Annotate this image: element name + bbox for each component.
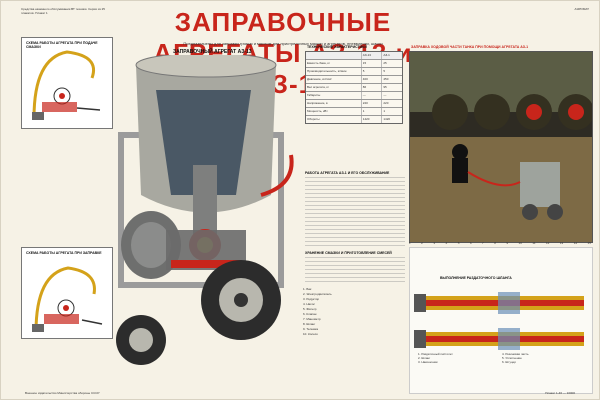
tank-photo — [409, 51, 593, 243]
table-cell: 15 — [360, 60, 382, 67]
hose-diagram — [414, 292, 584, 350]
table-cell: — — [360, 92, 382, 99]
footer-left: Военное издательство Министерства оборон… — [25, 391, 100, 395]
legend-item: 2. Электродвигатель — [303, 292, 332, 296]
hose-legend-item: 4. Резиновая часть — [502, 352, 529, 356]
table-cell: Напряжение, в — [307, 101, 328, 105]
table-row: Напряжение, в 220 220 — [306, 99, 402, 107]
scale-mark: 4 — [445, 241, 448, 245]
legend-item: 10. Колесо — [303, 332, 318, 336]
table-cell: 5 — [360, 68, 382, 75]
hose-legend-item: 6. Штуцер — [502, 360, 517, 364]
table-header-row: АЗ-13 АЗ-1 — [306, 52, 402, 59]
scale-mark: 5 — [457, 241, 460, 245]
legend-item: 8. Шланг — [303, 322, 316, 326]
table-cell: Вес агрегата, кг — [307, 85, 329, 89]
schema-top: Схема работы агрегата при подаче смазки — [21, 37, 113, 129]
legend-item: 9. Тележка — [303, 327, 319, 331]
table-cell: 1 — [381, 108, 402, 115]
scale-mark: 13 — [559, 241, 564, 245]
table-cell: 25 — [381, 60, 402, 67]
tech-table: АЗ-13 АЗ-1 Емкость бака, кг 15 25 Произв… — [305, 51, 403, 124]
table-cell: 1 — [360, 108, 382, 115]
scale-mark: 1 — [409, 241, 411, 245]
header-note: Средства наземного обслуживания ВТ техни… — [21, 7, 105, 15]
table-cell: — — [381, 92, 402, 99]
table-cell: Габариты — [307, 93, 321, 97]
scale-marks: 1 2 3 4 5 6 7 8 9 10 11 12 13 14 15 — [409, 241, 591, 247]
table-cell: Производительность, кг/мин — [307, 69, 347, 73]
table-header: АЗ-1 — [381, 52, 402, 59]
footer-right: Плакат 1-46 — 10000 — [545, 391, 575, 395]
table-cell: Мощность, кВт — [307, 109, 328, 113]
hose-legend-item: 2. Шланг — [418, 356, 431, 360]
tank-photo-illustration — [410, 52, 592, 242]
hose-legend-item: 5. Уплотнение — [502, 356, 522, 360]
tech-table-title: ТЕХНИЧЕСКИЕ ХАРАКТЕРИСТИКИ — [307, 45, 367, 49]
scale-mark: 6 — [469, 241, 472, 245]
corner-tag: АЭРОМАТ — [574, 7, 589, 11]
scale-mark: 11 — [532, 241, 536, 245]
scale-mark: 10 — [518, 241, 522, 245]
page-subtitle: Предназначены для заправки грязью и масл… — [183, 41, 383, 46]
schema-bottom: Схема работы агрегата при заправке — [21, 247, 113, 339]
table-row: Вес агрегата, кг 86 95 — [306, 83, 402, 91]
table-cell: 86 — [360, 84, 382, 91]
table-row: Давление, кгс/см² 400 450 — [306, 75, 402, 83]
hose-legend-item: 3. Наконечник — [418, 360, 438, 364]
scale-mark: 14 — [573, 241, 578, 245]
table-cell: 400 — [360, 76, 382, 83]
schema-top-diagram — [32, 50, 101, 120]
schema-bottom-diagram — [32, 266, 103, 333]
parts-legend: 1. Бак 2. Электродвигатель 3. Редуктор 4… — [303, 287, 403, 337]
table-row: Мощность, кВт 1 1 — [306, 107, 402, 115]
scale-mark: 7 — [482, 241, 484, 245]
legend-item: 6. Клапан — [303, 312, 317, 316]
table-row: Габариты — — — [306, 91, 402, 99]
table-cell: 1420 — [381, 116, 402, 123]
table-cell: Обороты — [307, 117, 320, 121]
section-storage-text — [305, 257, 405, 283]
scale-mark: 3 — [433, 241, 436, 245]
hose-section: ВЫПОЛНЕНИЕ РАЗДАТОЧНОГО ШЛАНГА 1. Раздат… — [409, 247, 593, 394]
table-cell: Давление, кгс/см² — [307, 77, 332, 81]
table-header: АЗ-13 — [360, 52, 382, 59]
table-row: Емкость бака, кг 15 25 — [306, 59, 402, 67]
table-row: Производительность, кг/мин 5 5 — [306, 67, 402, 75]
scale-mark: 2 — [421, 241, 423, 245]
legend-item: 7. Манометр — [303, 317, 321, 321]
table-row: Обороты 1420 1420 — [306, 115, 402, 123]
table-cell: 5 — [381, 68, 402, 75]
scale-mark: 12 — [546, 241, 550, 245]
legend-item: 3. Редуктор — [303, 297, 320, 301]
hose-legend-item: 1. Раздаточный пистолет — [418, 352, 453, 356]
section-work-title: Работа агрегата АЗ-1 и его обслуживание — [305, 171, 390, 175]
section-work-text — [305, 177, 405, 247]
table-header — [306, 52, 361, 59]
legend-item: 5. Фильтр — [303, 307, 317, 311]
machine-illustration — [116, 55, 294, 365]
legend-item: 4. Насос — [303, 302, 315, 306]
section-storage-title: Хранение смазки и приготовление смесей — [305, 251, 392, 255]
photo-label: ЗАПРАВКА ХОДОВОЙ ЧАСТИ ТАНКА ПРИ ПОМОЩИ … — [411, 45, 529, 49]
table-cell: 220 — [360, 100, 382, 107]
table-cell: 450 — [381, 76, 402, 83]
schema-bottom-label: Схема работы агрегата при заправке — [26, 251, 102, 255]
table-cell: 220 — [381, 100, 402, 107]
hose-label: ВЫПОЛНЕНИЕ РАЗДАТОЧНОГО ШЛАНГА — [440, 276, 512, 280]
table-cell: 95 — [381, 84, 402, 91]
scale-mark: 9 — [506, 241, 509, 245]
machine-label: ЗАПРАВОЧНЫЙ АГРЕГАТ АЗ-13 — [173, 49, 252, 55]
table-cell: 1420 — [360, 116, 382, 123]
schema-top-label: Схема работы агрегата при подаче смазки — [26, 41, 98, 49]
table-cell: Емкость бака, кг — [307, 61, 330, 65]
legend-item: 1. Бак — [303, 287, 312, 291]
scale-mark: 15 — [587, 241, 591, 245]
scale-mark: 8 — [494, 241, 496, 245]
